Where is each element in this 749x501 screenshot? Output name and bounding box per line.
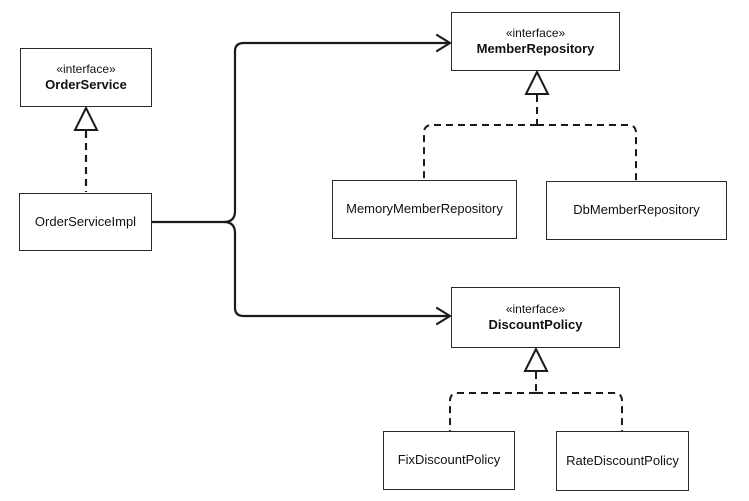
class-box-fixdiscountpolicy: FixDiscountPolicy [383, 431, 515, 490]
class-name: DbMemberRepository [573, 202, 700, 218]
class-name: OrderService [45, 76, 127, 92]
hollow-triangle-memberrepository [524, 69, 550, 95]
class-name: FixDiscountPolicy [397, 452, 501, 468]
dependency-line-orderserviceimpl-discountpolicy [223, 220, 448, 318]
class-box-memberrepository: «interface» MemberRepository [451, 12, 620, 71]
class-name: MemberRepository [476, 40, 595, 56]
hollow-triangle-orderservice [73, 105, 99, 131]
class-box-orderservice: «interface» OrderService [20, 48, 152, 107]
class-name: RateDiscountPolicy [566, 452, 679, 468]
open-arrowhead-memberrepository [435, 33, 452, 53]
realization-line-ratediscountpolicy [536, 392, 623, 431]
class-box-discountpolicy: «interface» DiscountPolicy [451, 287, 620, 348]
realization-line-fixdiscountpolicy [449, 392, 536, 431]
class-box-dbmemberrepository: DbMemberRepository [546, 181, 727, 240]
stereotype-label: «interface» [56, 61, 116, 76]
hollow-triangle-discountpolicy [523, 346, 549, 372]
realization-line-dbmemberrepository [537, 124, 637, 181]
class-box-ratediscountpolicy: RateDiscountPolicy [556, 431, 689, 491]
class-name: DiscountPolicy [488, 316, 583, 332]
class-box-memorymemberrepository: MemoryMemberRepository [332, 180, 517, 239]
class-name: OrderServiceImpl [34, 213, 137, 229]
class-box-orderserviceimpl: OrderServiceImpl [19, 193, 152, 251]
stereotype-label: «interface» [505, 301, 566, 316]
class-name: MemoryMemberRepository [346, 201, 503, 217]
dependency-line-orderserviceimpl-memberrepository [152, 41, 448, 224]
open-arrowhead-discountpolicy [435, 306, 452, 326]
stereotype-label: «interface» [505, 25, 566, 40]
realization-line-memorymemberrepository [423, 124, 537, 180]
